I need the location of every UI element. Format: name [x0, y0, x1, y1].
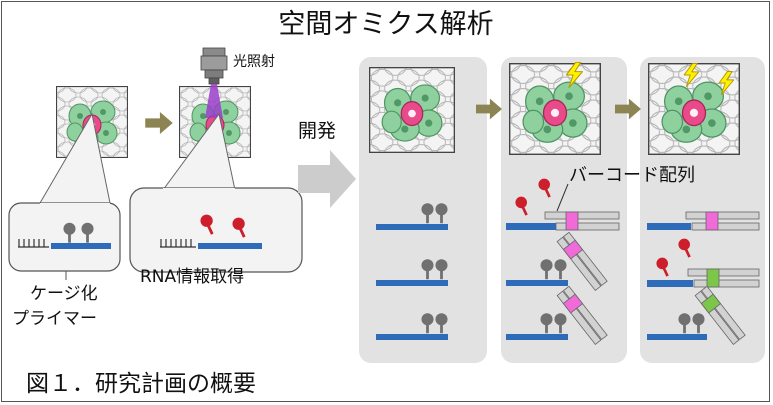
- figure-caption: 図１．研究計画の概要: [26, 371, 256, 397]
- callout-caged-primer: [8, 112, 121, 272]
- barcode-label: バーコード配列: [569, 165, 695, 186]
- tissue-image-3: [369, 67, 455, 153]
- step-arrow-1: [145, 112, 173, 134]
- panel-3-probes: [647, 211, 760, 345]
- callout-rna-info: RNA情報取得: [129, 112, 303, 287]
- caged-label-line1: ケージ化: [30, 284, 98, 304]
- panel-2-probes: [506, 178, 620, 345]
- develop-arrow: [298, 150, 356, 208]
- panel-1-probes: [376, 203, 448, 340]
- primer-strand: [51, 243, 111, 249]
- primer-strand: [198, 243, 262, 249]
- rna-info-label: RNA情報取得: [140, 267, 244, 287]
- objective-lens-icon: [200, 47, 228, 118]
- develop-label: 開発: [298, 120, 336, 142]
- tissue-image-4: [509, 63, 601, 155]
- light-label: 光照射: [233, 54, 275, 70]
- title: 空間オミクス解析: [278, 9, 493, 40]
- caged-label-line2: プライマー: [12, 309, 97, 329]
